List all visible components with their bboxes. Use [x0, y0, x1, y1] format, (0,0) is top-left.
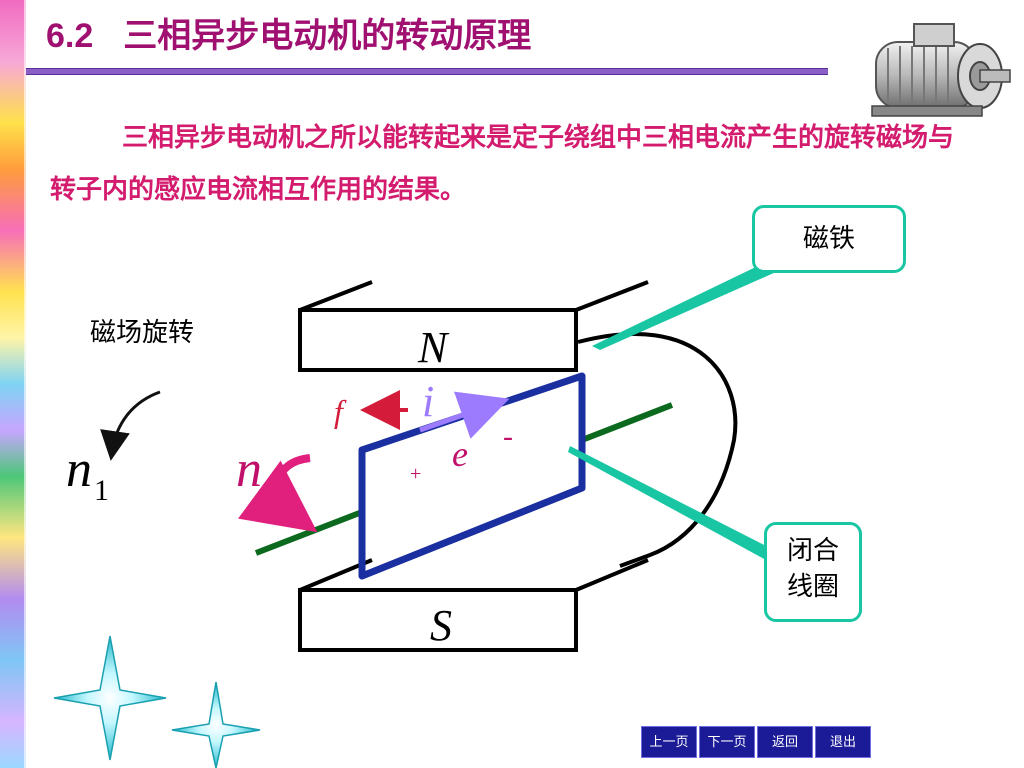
current-arrow: [419, 391, 510, 439]
force-label: f: [334, 393, 347, 429]
section-number: 6.2: [46, 17, 94, 55]
coil-callout: 闭合线圈: [764, 522, 862, 622]
decorative-side-strip: [0, 0, 26, 768]
field-rotation-arrow: [100, 390, 161, 461]
north-label: N: [417, 323, 450, 372]
minus-label: -: [503, 420, 513, 453]
star-icon: [53, 635, 167, 761]
coil-callout-line1: 闭合: [786, 536, 839, 566]
prev-page-button[interactable]: 上一页: [641, 726, 697, 758]
coil-rotation-arrow: [238, 454, 318, 533]
paragraph-text: 三相异步电动机之所以能转起来是定子绕组中三相电流产生的旋转磁场与转子内的感应电流…: [50, 123, 955, 205]
emf-label: e: [452, 434, 468, 474]
title-text: 三相异步电动机的转动原理: [123, 16, 532, 56]
rotor-axle-back: [580, 402, 674, 443]
south-pole: [298, 588, 578, 652]
exit-button[interactable]: 退出: [815, 726, 871, 758]
back-button[interactable]: 返回: [757, 726, 813, 758]
coil-callout-line2: 线圈: [786, 572, 839, 602]
explanation-paragraph: 三相异步电动机之所以能转起来是定子绕组中三相电流产生的旋转磁场与转子内的感应电流…: [50, 112, 970, 216]
magnet-callout-text: 磁铁: [802, 224, 855, 254]
magnet-callout: 磁铁: [752, 205, 906, 273]
magnet-callout-pointer: [592, 262, 776, 350]
coil-callout-pointer: [568, 446, 770, 560]
field-speed-subscript: 1: [94, 474, 109, 507]
north-pole: [298, 308, 578, 372]
star-icon: [171, 681, 261, 768]
page-title: 6.2 三相异步电动机的转动原理: [46, 8, 531, 64]
closed-coil: [358, 372, 586, 580]
plus-label: +: [410, 463, 421, 485]
slide-navigation: 上一页 下一页 返回 退出: [641, 726, 871, 758]
current-label: i: [422, 377, 434, 426]
south-label: S: [430, 601, 452, 650]
rotor-axle-front: [254, 509, 364, 556]
motor-picture: [871, 23, 1011, 117]
title-divider: [26, 68, 828, 75]
sparkle-decoration: [53, 635, 261, 768]
field-speed-label: n: [66, 441, 92, 498]
next-page-button[interactable]: 下一页: [699, 726, 755, 758]
field-rotation-label: 磁场旋转: [90, 318, 195, 348]
rotor-speed-label: n: [236, 441, 262, 498]
